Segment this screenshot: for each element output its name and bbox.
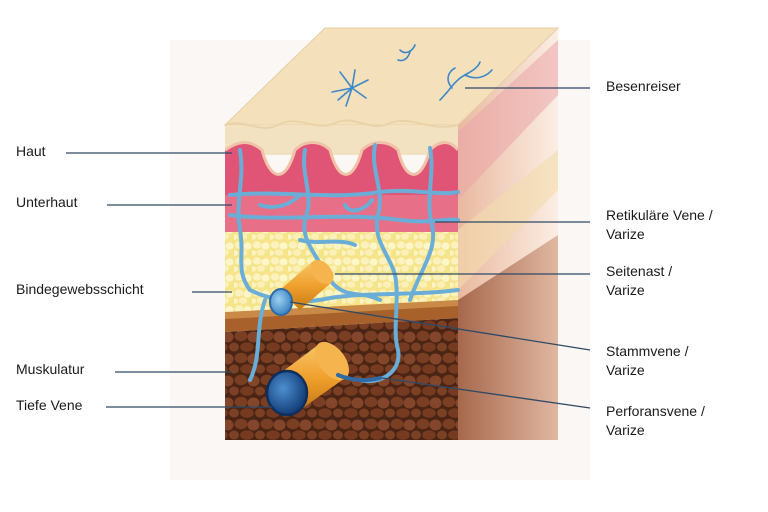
perforator-vein <box>336 373 382 383</box>
label-muskulatur: Muskulatur <box>16 361 85 377</box>
label-seitenast: Seitenast / Varize <box>606 263 673 298</box>
leader-line-stammvene <box>289 301 591 351</box>
leader-line-perforansvene <box>381 377 591 409</box>
label-retikulaere-vene: Retikuläre Vene / Varize <box>606 207 713 242</box>
label-tiefe-vene: Tiefe Vene <box>16 397 83 413</box>
skin-surface-edge <box>224 119 459 129</box>
block-side-face <box>458 28 558 440</box>
block-front-face <box>225 125 458 440</box>
label-stammvene: Stammvene / Varize <box>606 343 689 378</box>
spider-veins <box>331 44 493 107</box>
label-haut: Haut <box>16 143 46 159</box>
side-branch-vessel <box>269 259 334 316</box>
leader-lines <box>66 87 591 409</box>
label-perforansvene: Perforansvene / Varize <box>606 403 705 438</box>
label-bindegewebsschicht: Bindegewebsschicht <box>16 281 144 297</box>
label-besenreiser: Besenreiser <box>606 78 681 94</box>
label-unterhaut: Unterhaut <box>16 194 78 210</box>
block-top-face <box>225 28 558 125</box>
deep-vein-vessel <box>265 341 349 417</box>
